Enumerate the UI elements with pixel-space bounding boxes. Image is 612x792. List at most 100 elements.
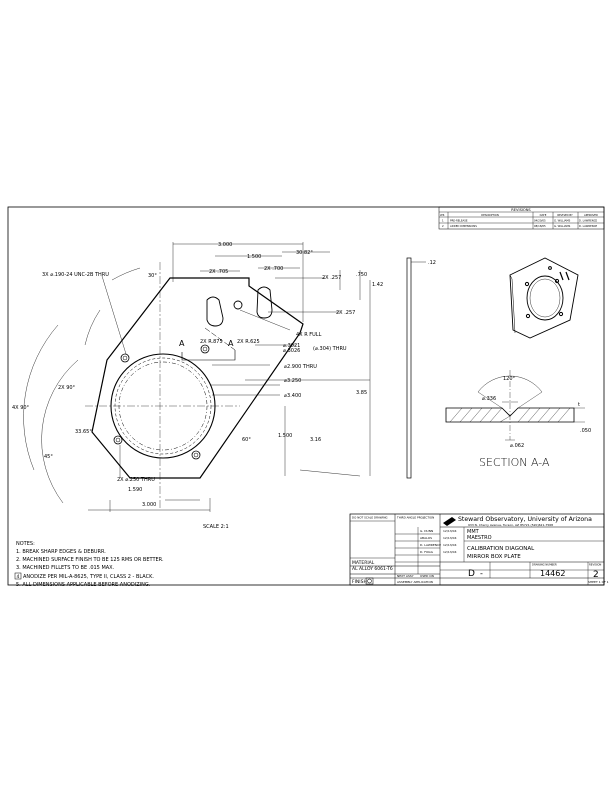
rev-row2-approved: D. LAWRENCE (579, 224, 598, 228)
tb-eng-date: 12/13/04 (443, 543, 457, 547)
notes-heading: NOTES: (16, 541, 35, 547)
tb-next-assy: NEXT ASSY (397, 574, 414, 578)
dim-3000-top: 3.000 (218, 242, 232, 248)
slot-left (206, 296, 224, 327)
tb-project-2: MAESTRO (467, 535, 492, 541)
scale-label: SCALE 2:1 (203, 524, 229, 530)
note-2: 2. MACHINED SURFACE FINISH TO BE 125 RMS… (16, 557, 164, 563)
tb-material-label: MATERIAL (352, 560, 375, 566)
revisions-table: REVISIONS LTR DESCRIPTION DATE REVISED B… (438, 206, 605, 230)
dim-1500-top: 1.500 (247, 254, 261, 260)
dim-2x250: 2X ⌀.250 THRU (117, 477, 155, 483)
dim-316: 3.16 (310, 437, 321, 443)
section-label-a1: A (179, 339, 185, 348)
dim-4x90: 4X 90° (12, 405, 30, 411)
rev-row2-revised: G. WILLIAMS (554, 224, 571, 228)
plate-dimensions: 3.000 1.500 30.82° 2X .705 2X .700 2X .2… (12, 242, 436, 530)
section-a-a-view (445, 370, 585, 441)
pin-hole (233, 300, 243, 310)
tb-finish-label: FINISH (352, 579, 367, 585)
note-1: 1. BREAK SHARP EDGES & DEBURR. (16, 549, 106, 555)
dim-1500-v: 1.500 (278, 433, 292, 439)
dim-2900: ⌀2.900 THRU (284, 364, 317, 370)
dim-2x705: 2X .705 (209, 269, 228, 275)
section-labels: 120° ⌀.336 ⌀.062 .050 t SECTION A-A (479, 376, 591, 469)
rev-row2-ltr: 2 (442, 224, 444, 228)
tapped-hole-2 (120, 353, 130, 363)
title-block-text: Steward Observatory, University of Arizo… (352, 516, 609, 586)
tb-size: D (468, 569, 475, 579)
slot-right (256, 286, 273, 319)
tb-used-on: USED ON (420, 574, 434, 578)
dim-142: 1.42 (372, 282, 383, 288)
tb-address: 933 N. Cherry Avenue, Tucson, AZ 85721 (… (468, 523, 553, 527)
dim-385: 3.85 (356, 390, 367, 396)
tb-rev-label: REVISION (589, 563, 601, 567)
dim-r875: 2X R.875 (200, 339, 223, 345)
drawing-border (7, 206, 605, 586)
tb-checked-by: ABALOS (420, 536, 432, 540)
tapped-hole-3 (191, 450, 201, 460)
tb-rev: 2 (593, 570, 599, 580)
tb-org: Steward Observatory, University of Arizo… (458, 516, 592, 523)
rev-header-date: DATE (540, 213, 547, 217)
plate-front-view (23, 242, 371, 512)
section-dim-062: ⌀.062 (510, 443, 524, 449)
plate-side-view (406, 257, 412, 479)
rev-row2-desc: ADDED DIMENSIONS (450, 224, 477, 228)
tb-dwg-no: 14462 (540, 569, 565, 578)
dim-3400: ⌀3.400 (284, 393, 301, 399)
dim-tap: 3X ⌀.190-24 UNC-2B THRU (42, 272, 109, 278)
dim-60deg: 60° (242, 437, 251, 443)
rev-header-approved: APPROVED (584, 213, 598, 217)
rev-row2-date: 08/18/05 (534, 224, 546, 228)
tb-material: AL ALLOY 6061-T6 (352, 566, 393, 572)
tb-dwg-no-label: DRAWING NUMBER (532, 563, 557, 567)
tb-third-angle: THIRD ANGLE PROJECTION (396, 516, 434, 520)
tb-project-1: MMT (467, 529, 480, 535)
rev-row1-ltr: 1 (442, 219, 444, 223)
tb-sheet: SHEET 1 OF 1 (588, 580, 609, 584)
plate-isometric-view (509, 257, 579, 339)
dim-hole-a3: (⌀.304) THRU (313, 346, 347, 352)
section-cut-line (181, 350, 236, 361)
rev-row1-desc: PRE-RELEASE (450, 219, 468, 223)
dim-2x257-b: 2X .257 (336, 310, 355, 316)
tb-appr-by: D. FOGG (420, 550, 434, 554)
dim-2x257-a: 2X .257 (322, 275, 341, 281)
section-angle-120: 120° (503, 376, 516, 382)
section-dim-050: .050 (580, 428, 591, 434)
dim-rfull: 4X R FULL (296, 332, 322, 338)
dim-12: .12 (428, 260, 436, 266)
tb-title-2: MIRROR BOX PLATE (467, 554, 521, 560)
rev-header-revised: REVISED BY (557, 213, 573, 217)
dim-3000-bot: 3.000 (142, 502, 156, 508)
dim-r625: 2X R.625 (237, 339, 260, 345)
rev-row1-date: 04/20/05 (534, 219, 546, 223)
title-block (349, 513, 605, 586)
dim-30-82: 30.82° (296, 250, 313, 256)
rev-header-desc: DESCRIPTION (481, 213, 499, 217)
note-4-flag (14, 572, 22, 580)
note-3: 3. MACHINED FILLETS TO BE .015 MAX. (16, 565, 115, 571)
note-4: ANODIZE PER MIL-A-8625, TYPE II, CLASS 2… (23, 574, 154, 580)
section-dim-t: t (578, 402, 580, 408)
rev-row1-approved: D. LAWRENCE (579, 219, 598, 223)
section-title: SECTION A-A (479, 456, 550, 469)
tb-do-not-scale: DO NOT SCALE DRAWING (352, 516, 388, 520)
observatory-logo (443, 517, 456, 526)
rev-row1-revised: G. WILLIAMS (554, 219, 571, 223)
tb-title-1: CALIBRATION DIAGONAL (467, 546, 535, 552)
dim-2x700: 2X .700 (264, 266, 283, 272)
note-4-number: 4 (17, 574, 20, 580)
dim-30deg: 30° (148, 273, 157, 279)
tb-drawn-date: 12/13/04 (443, 529, 457, 533)
tb-eng-by: D. LAWRENCE (420, 543, 441, 547)
tapped-hole-4 (200, 344, 210, 354)
tapped-hole-1 (113, 435, 123, 445)
dim-2x90: 2X 90° (58, 385, 76, 391)
tb-drawn-by: G. DUNN (420, 529, 433, 533)
dim-1590: 1.590 (128, 487, 142, 493)
tb-dash: - (480, 569, 483, 578)
